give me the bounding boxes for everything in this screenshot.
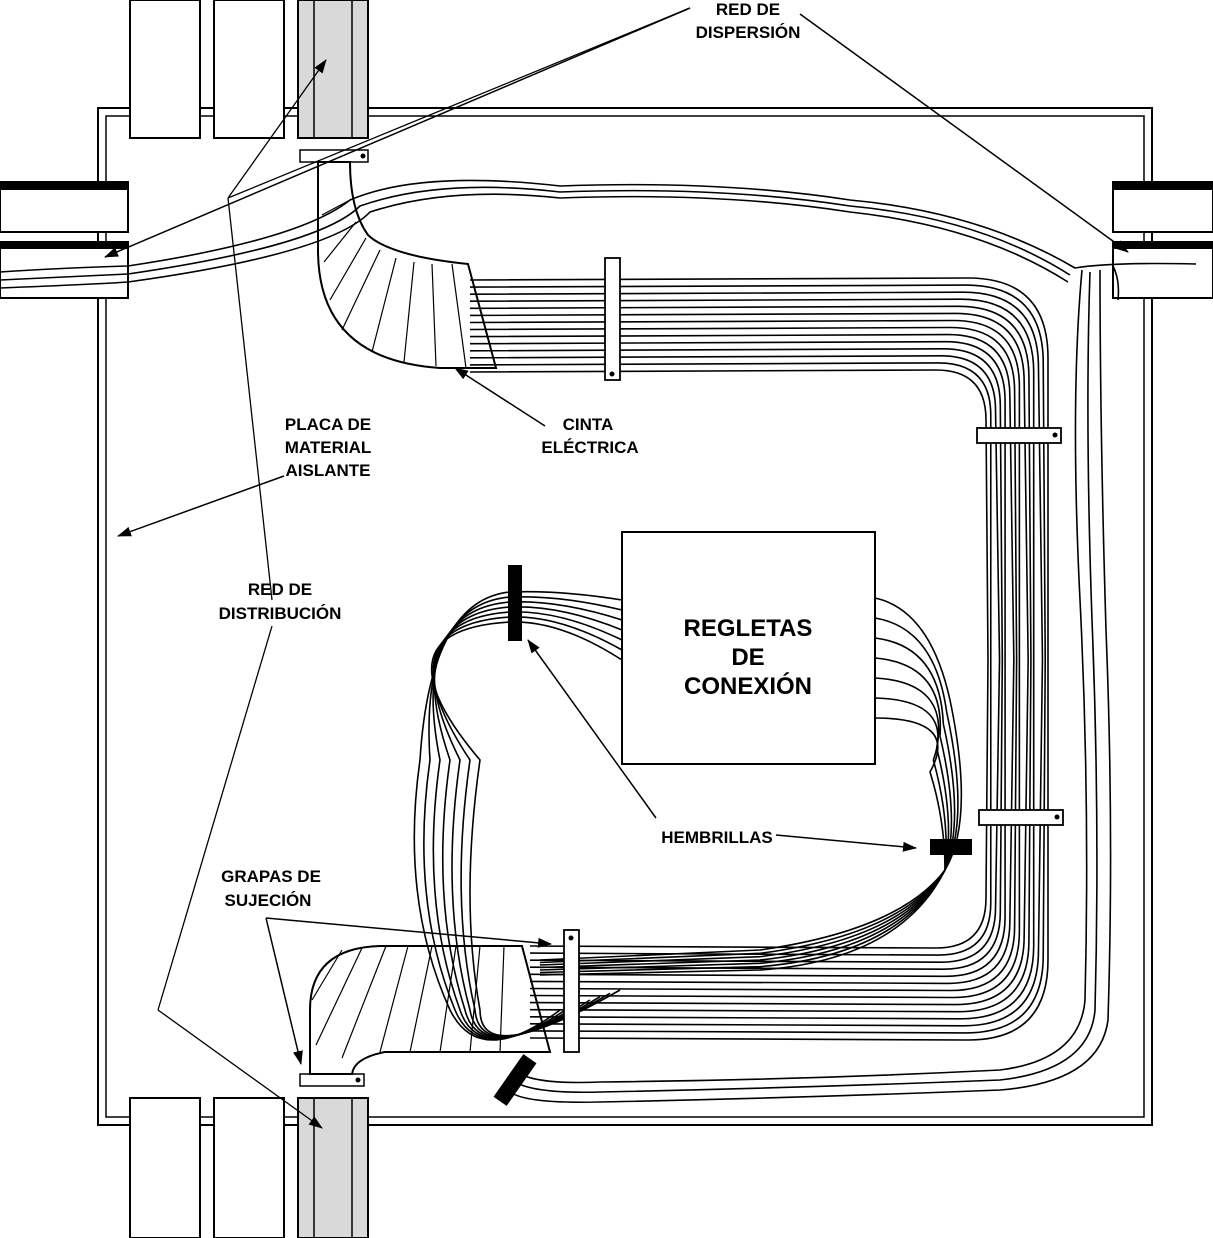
regletas-line-3: CONEXIÓN — [684, 672, 812, 700]
loop-wire — [430, 621, 623, 1037]
bundle-wire — [469, 277, 1049, 1041]
loop-wire — [539, 597, 963, 961]
loop-wire — [539, 617, 959, 964]
socket-bottom — [493, 1054, 537, 1106]
labels: RED DE DISPERSIÓN CINTA ELÉCTRICA PLACA … — [219, 0, 801, 910]
red-distribucion-line-2: DISTRIBUCIÓN — [219, 604, 342, 623]
bundle-wire — [469, 333, 1015, 985]
loop-wire — [413, 590, 623, 1041]
bundle-wire — [469, 369, 989, 949]
terminal-strips-box: REGLETAS DE CONEXIÓN — [621, 531, 876, 765]
cable-tie-top — [604, 257, 621, 381]
bottom-conduits — [129, 1097, 369, 1238]
insulating-panel — [97, 107, 1153, 1126]
bundle-wire — [469, 326, 1018, 992]
placa-line-2: MATERIAL — [285, 438, 372, 457]
dispersion-cables — [0, 179, 1197, 1104]
cinta-line-2: ELÉCTRICA — [541, 438, 638, 457]
hembrillas-label: HEMBRILLAS — [661, 828, 772, 847]
bundle-wire — [469, 305, 1032, 1013]
red-dispersion-line-2: DISPERSIÓN — [696, 23, 801, 42]
cinta-line-1: CINTA — [563, 415, 614, 434]
placa-line-3: AISLANTE — [286, 461, 371, 480]
grapas-line-2: SUJECIÓN — [225, 891, 312, 910]
cable-tie-right-lower — [978, 809, 1064, 826]
distribution-loop — [413, 590, 963, 1041]
loop-wire — [539, 657, 953, 969]
cable-tie-bottom — [563, 929, 580, 1053]
left-conduits — [0, 181, 129, 299]
leader-lines — [104, 7, 1129, 1129]
loop-wire — [423, 595, 623, 1040]
loop-wire — [539, 637, 956, 966]
bundle-wire — [469, 291, 1044, 1027]
tape-wrap-bottom — [309, 945, 552, 1075]
grapas-line-1: GRAPAS DE — [221, 867, 321, 886]
placa-line-1: PLACA DE — [285, 415, 371, 434]
tape-wrap-top — [317, 161, 498, 369]
bundle-wire — [469, 340, 1006, 978]
cable-tie-right-upper — [976, 427, 1062, 444]
red-distribucion-line-1: RED DE — [248, 580, 312, 599]
socket-right — [930, 839, 972, 855]
bundle-wire — [469, 319, 1021, 999]
regletas-line-2: DE — [731, 644, 764, 671]
loop-wire — [432, 601, 623, 1040]
bundle-wire — [469, 298, 1035, 1020]
wire-bundle — [469, 277, 1049, 1041]
red-dispersion-line-1: RED DE — [716, 0, 780, 19]
bundle-wire — [469, 362, 992, 956]
top-conduits — [129, 0, 369, 139]
clamp-bottom — [299, 1073, 365, 1087]
loop-wire — [539, 677, 950, 971]
socket-upper-left — [508, 565, 522, 641]
bundle-wire — [469, 284, 1047, 1034]
bundle-wire — [469, 354, 1001, 964]
bundle-wire — [469, 347, 1004, 971]
right-conduit — [1112, 181, 1213, 299]
bundle-wire — [469, 312, 1029, 1006]
regletas-line-1: REGLETAS — [684, 615, 813, 642]
